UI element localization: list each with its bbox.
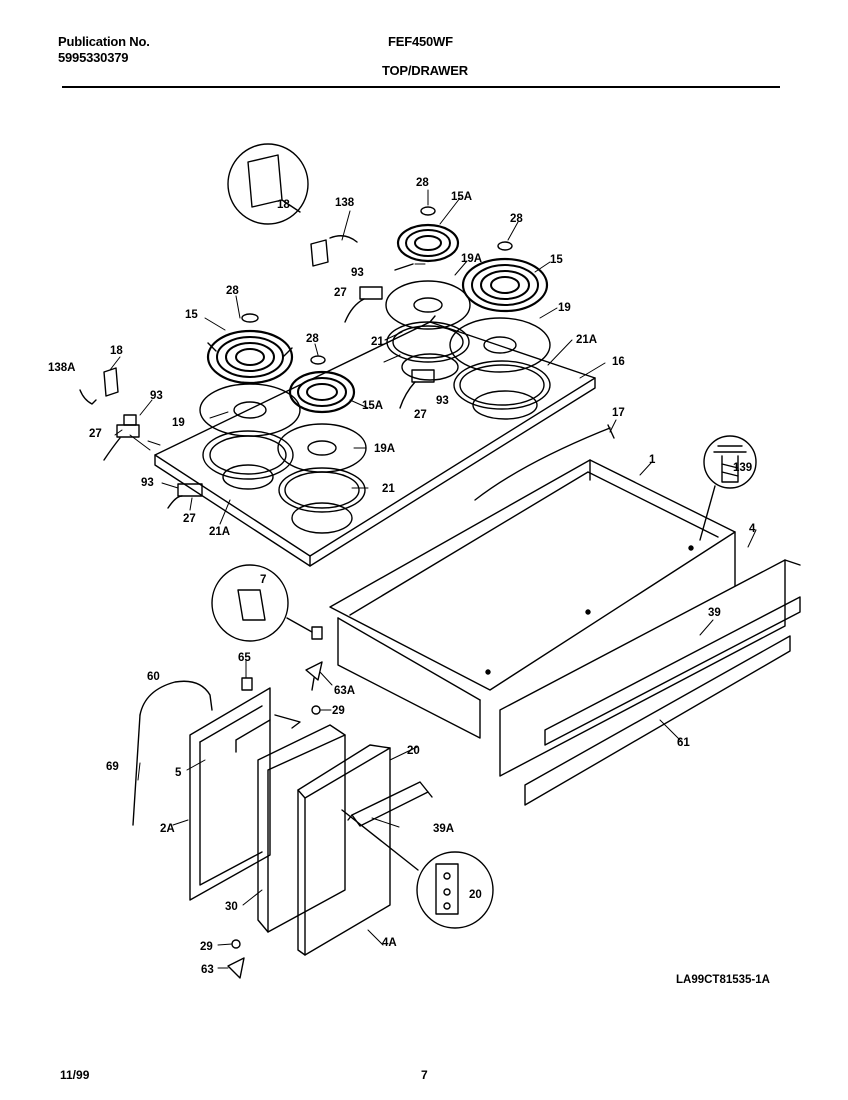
receptacle-rear-left: [344, 263, 414, 323]
inset-detail-7: [211, 564, 323, 642]
callout-20-inset: 20: [469, 889, 482, 901]
cooktop-main-top: [154, 315, 596, 567]
drawer-front-panel: [499, 559, 801, 777]
callout-138A: 138A: [48, 362, 76, 374]
callout-93-left: 93: [150, 390, 163, 402]
drip-bowl-rear-middle: [385, 280, 471, 381]
receptacle-rear-right: [399, 369, 435, 409]
callout-28-front-middle: 28: [306, 333, 319, 345]
screw-139: [699, 435, 757, 541]
callout-21A-right: 21A: [576, 334, 597, 346]
element-rear-middle: [396, 206, 460, 263]
callout-27-rear: 27: [334, 287, 347, 299]
drip-bowl-front-middle: [277, 423, 367, 534]
callout-19-right: 19: [558, 302, 571, 314]
clip-65: [241, 677, 253, 691]
callout-39A: 39A: [433, 823, 454, 835]
inset-detail-20: [341, 809, 494, 929]
diagram-code: LA99CT81535-1A: [676, 974, 770, 986]
callout-93-right: 93: [436, 395, 449, 407]
callout-18-left: 18: [110, 345, 123, 357]
callout-19A-rear: 19A: [461, 253, 482, 265]
callout-7: 7: [260, 574, 266, 586]
callout-27-left: 27: [89, 428, 102, 440]
screw-29-lower: [231, 939, 241, 949]
callout-29-lower: 29: [200, 941, 213, 953]
publication-label: Publication No.: [58, 34, 150, 49]
callout-28-rear-middle: 28: [416, 177, 429, 189]
door-frame: [189, 687, 301, 901]
callout-2A: 2A: [160, 823, 175, 835]
callout-27-right: 27: [414, 409, 427, 421]
inset-detail-18: [227, 143, 309, 225]
leader-lines: [109, 189, 757, 969]
callout-18-inset: 18: [277, 199, 290, 211]
callout-20: 20: [407, 745, 420, 757]
footer-page-number: 7: [421, 1068, 428, 1082]
door-insulation: [257, 724, 346, 933]
drawer-rod: [474, 424, 615, 501]
callout-65: 65: [238, 652, 251, 664]
callout-93-rear: 93: [351, 267, 364, 279]
callout-4: 4: [749, 523, 756, 535]
callout-139: 139: [733, 462, 752, 474]
callout-15A-rear: 15A: [451, 191, 472, 203]
callout-21-rear: 21: [371, 336, 384, 348]
callout-93-front: 93: [141, 477, 154, 489]
callout-15-right: 15: [550, 254, 563, 266]
model-number: FEF450WF: [388, 34, 453, 49]
callout-1: 1: [649, 454, 656, 466]
callout-138: 138: [335, 197, 355, 209]
door-outer-panel: [297, 744, 391, 956]
callout-19A-front: 19A: [374, 443, 395, 455]
callout-39: 39: [708, 607, 721, 619]
screw-29-upper: [311, 705, 321, 715]
callout-19-left: 19: [172, 417, 185, 429]
drip-bowl-front-left: [199, 383, 301, 490]
callout-15-left: 15: [185, 309, 198, 321]
clip-138A: [79, 389, 97, 405]
receptacle-left-2: [167, 483, 203, 509]
drip-bowl-rear-right: [449, 317, 551, 420]
callout-69: 69: [106, 761, 119, 773]
callout-16: 16: [612, 356, 625, 368]
callout-4A: 4A: [382, 937, 397, 949]
clip-63: [227, 957, 245, 979]
header-rule: [62, 86, 780, 88]
callout-27-front: 27: [183, 513, 196, 525]
drawer-rail: [524, 635, 791, 806]
callout-63: 63: [201, 964, 214, 976]
footer-date: 11/99: [60, 1068, 90, 1082]
callout-21A-left: 21A: [209, 526, 230, 538]
door-gasket: [132, 680, 213, 826]
callout-5: 5: [175, 767, 182, 779]
element-rear-right: [461, 241, 549, 313]
callout-30: 30: [225, 901, 238, 913]
callout-28-rear-right: 28: [510, 213, 523, 225]
element-front-left: [206, 313, 294, 385]
drawer-body: [329, 459, 736, 739]
publication-number: 5995330379: [58, 50, 129, 65]
callout-28-front-left: 28: [226, 285, 239, 297]
bracket-18-rear: [310, 235, 358, 267]
receptacle-left-1: [103, 414, 140, 461]
callout-21-front: 21: [382, 483, 395, 495]
callout-15A-front: 15A: [362, 400, 383, 412]
callout-17: 17: [612, 407, 625, 419]
section-title: TOP/DRAWER: [382, 63, 468, 78]
callout-29-upper: 29: [332, 705, 345, 717]
element-front-middle: [288, 355, 356, 414]
callout-61: 61: [677, 737, 690, 749]
bracket-18-left: [103, 367, 119, 397]
clip-63A: [305, 661, 323, 691]
callout-63A: 63A: [334, 685, 355, 697]
callout-60: 60: [147, 671, 160, 683]
